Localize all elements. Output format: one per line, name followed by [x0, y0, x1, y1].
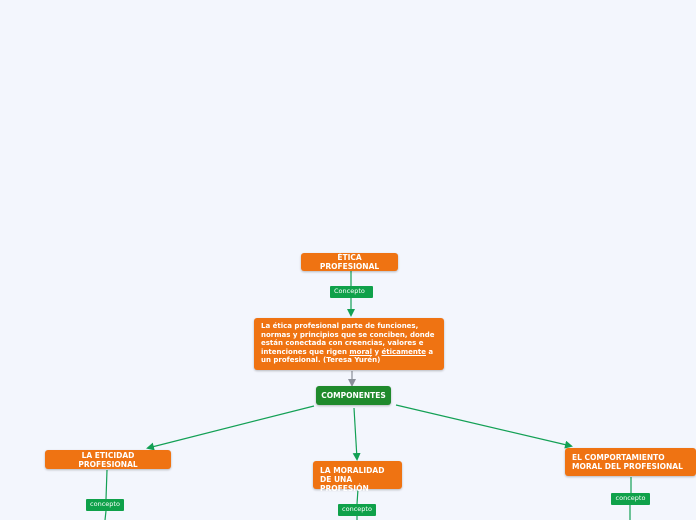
topic-etica-profesional[interactable]: ÉTICA PROFESIONAL — [301, 253, 398, 271]
definition-text-2: a un profesional. (Teresa Yurén) — [261, 347, 434, 365]
concepto-tag-eticidad[interactable]: concepto — [86, 499, 124, 511]
definition-text-1: La ética profesional parte de funciones,… — [261, 322, 435, 356]
connector-eticidad-to-tag — [105, 469, 108, 500]
connector-components-to-comportamiento — [395, 404, 573, 449]
topic-etica-profesional-label: ÉTICA PROFESIONAL — [319, 253, 380, 271]
concepto-tag-comportamiento-label: concepto — [615, 494, 646, 502]
definition-node[interactable]: La ética profesional parte de funciones,… — [254, 318, 444, 370]
topic-eticidad-profesional[interactable]: LA ETICIDAD PROFESIONAL — [45, 450, 171, 469]
concepto-tag-main-label: Concepto — [334, 287, 365, 295]
topic-componentes[interactable]: COMPONENTES — [316, 386, 391, 405]
topic-moralidad-profesion-label: LA MORALIDAD DE UNA PROFESIÓN — [320, 466, 385, 493]
link-eticamente[interactable]: éticamente — [381, 347, 427, 356]
concepto-tag-moralidad[interactable]: concepto — [338, 504, 376, 516]
concepto-tag-moralidad-label: concepto — [342, 505, 372, 513]
connector-components-to-moralidad — [352, 407, 361, 461]
topic-comportamiento-moral-label: EL COMPORTAMIENTO MORAL DEL PROFESIONAL — [572, 453, 683, 471]
concepto-tag-eticidad-label: concepto — [90, 500, 120, 508]
definition-text-and: y — [372, 347, 382, 356]
topic-eticidad-profesional-label: LA ETICIDAD PROFESIONAL — [78, 450, 138, 469]
concepto-tag-main[interactable]: Concepto — [330, 286, 373, 298]
link-moral[interactable]: moral — [349, 347, 373, 356]
topic-componentes-label: COMPONENTES — [321, 391, 386, 400]
connector-components-to-eticidad — [146, 405, 315, 451]
concepto-tag-comportamiento[interactable]: concepto — [611, 493, 650, 505]
connector-moralidad-to-tag — [356, 488, 359, 505]
topic-moralidad-profesion[interactable]: LA MORALIDAD DE UNA PROFESIÓN — [313, 461, 402, 493]
connector-eticidad-tag-down — [104, 510, 107, 520]
topic-comportamiento-moral[interactable]: EL COMPORTAMIENTO MORAL DEL PROFESIONAL — [565, 448, 696, 476]
